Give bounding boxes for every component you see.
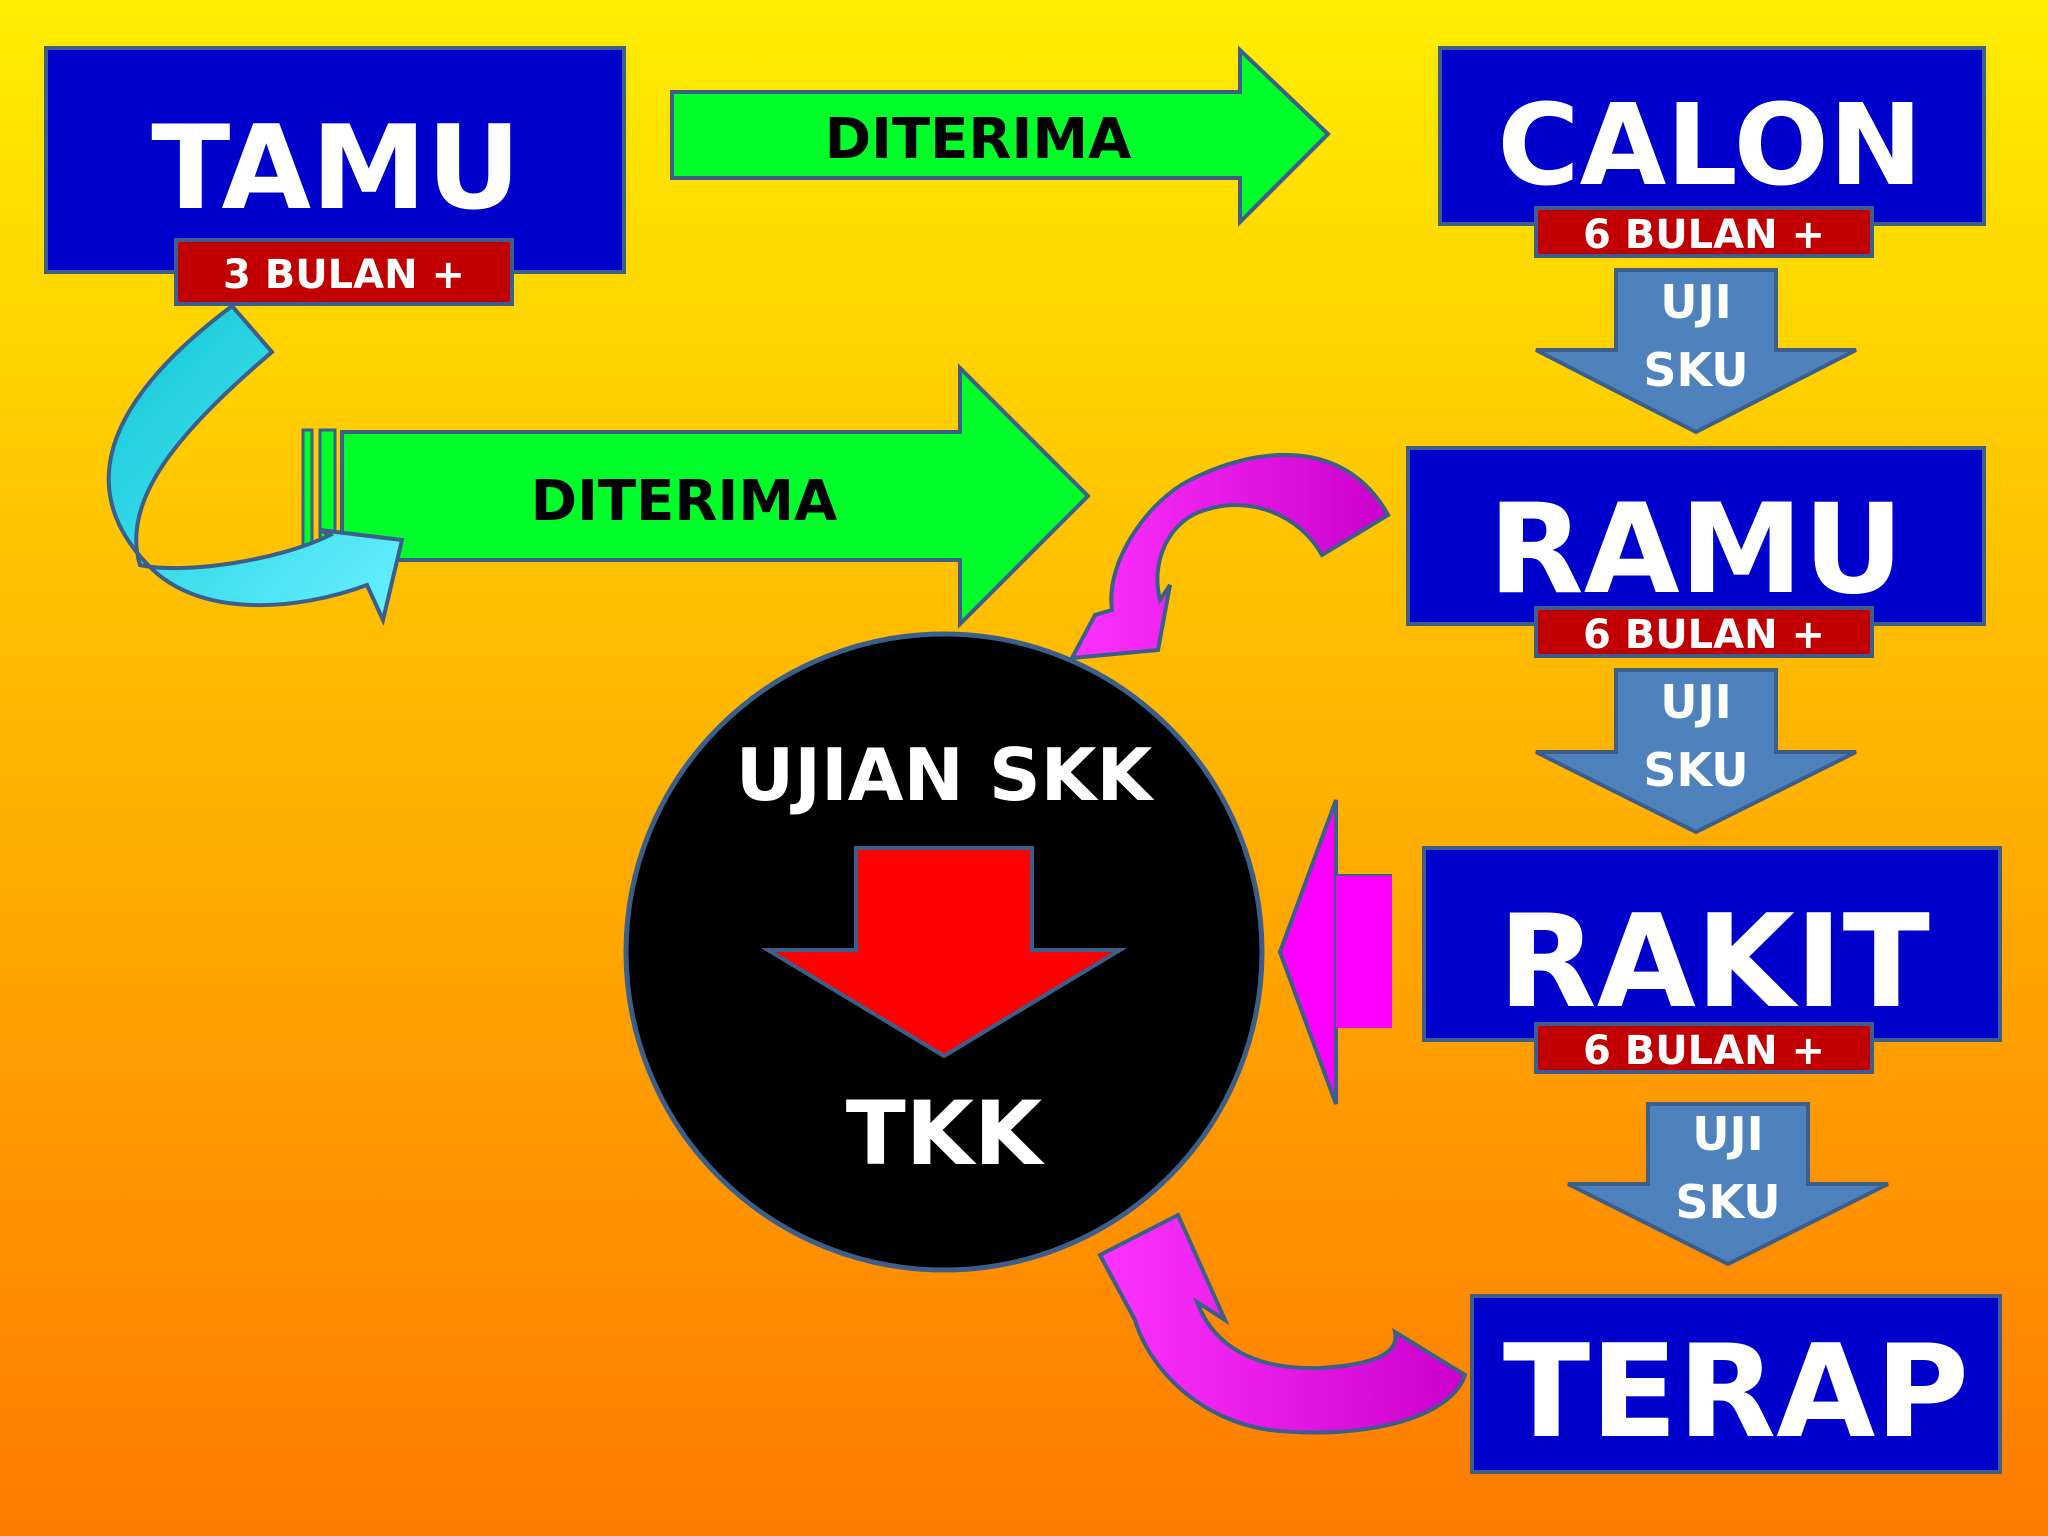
duration-rakit: 6 BULAN + xyxy=(1583,1028,1825,1074)
stage-tamu-label: TAMU xyxy=(151,101,521,236)
sku-label-2: SKU xyxy=(1643,743,1748,797)
circle-bottom-label: TKK xyxy=(846,1082,1045,1185)
duration-ramu: 6 BULAN + xyxy=(1583,612,1825,658)
stage-terap-label: TERAP xyxy=(1503,1318,1969,1467)
curved-arrow-magenta-terap xyxy=(1097,1212,1468,1435)
stage-terap: TERAP xyxy=(1470,1294,2002,1474)
ujian-skk-circle: UJIAN SKK TKK xyxy=(623,631,1265,1273)
stage-calon: CALON 6 BULAN + xyxy=(1438,46,1986,258)
uji-label-3: UJI xyxy=(1692,1107,1764,1161)
stage-rakit-label: RAKIT xyxy=(1498,888,1930,1037)
uji-label-1: UJI xyxy=(1660,275,1732,329)
diterima-label-top: DITERIMA xyxy=(825,107,1132,172)
stage-ramu: RAMU 6 BULAN + xyxy=(1406,446,1986,658)
uji-sku-arrow-1: UJI SKU xyxy=(1535,268,1857,435)
uji-sku-arrow-3: UJI SKU xyxy=(1567,1102,1889,1267)
uji-label-2: UJI xyxy=(1660,675,1732,729)
stage-tamu: TAMU 3 BULAN + xyxy=(44,46,626,306)
duration-tamu: 3 BULAN + xyxy=(223,252,465,298)
diterima-arrow-middle: DITERIMA xyxy=(301,363,1091,629)
curved-arrow-magenta-ramu xyxy=(1068,453,1391,661)
stage-rakit: RAKIT 6 BULAN + xyxy=(1422,846,2002,1074)
sku-label-1: SKU xyxy=(1643,343,1748,397)
stage-ramu-label: RAMU xyxy=(1488,478,1904,622)
diterima-label-middle: DITERIMA xyxy=(531,469,838,534)
stage-calon-label: CALON xyxy=(1497,81,1922,211)
uji-sku-arrow-2: UJI SKU xyxy=(1535,668,1857,835)
diterima-arrow-top: DITERIMA xyxy=(670,45,1331,227)
red-down-arrow xyxy=(760,846,1128,1059)
sku-label-3: SKU xyxy=(1675,1175,1780,1229)
circle-top-label: UJIAN SKK xyxy=(736,733,1155,817)
duration-calon: 6 BULAN + xyxy=(1583,212,1825,258)
curved-arrow-cyan xyxy=(106,303,405,627)
